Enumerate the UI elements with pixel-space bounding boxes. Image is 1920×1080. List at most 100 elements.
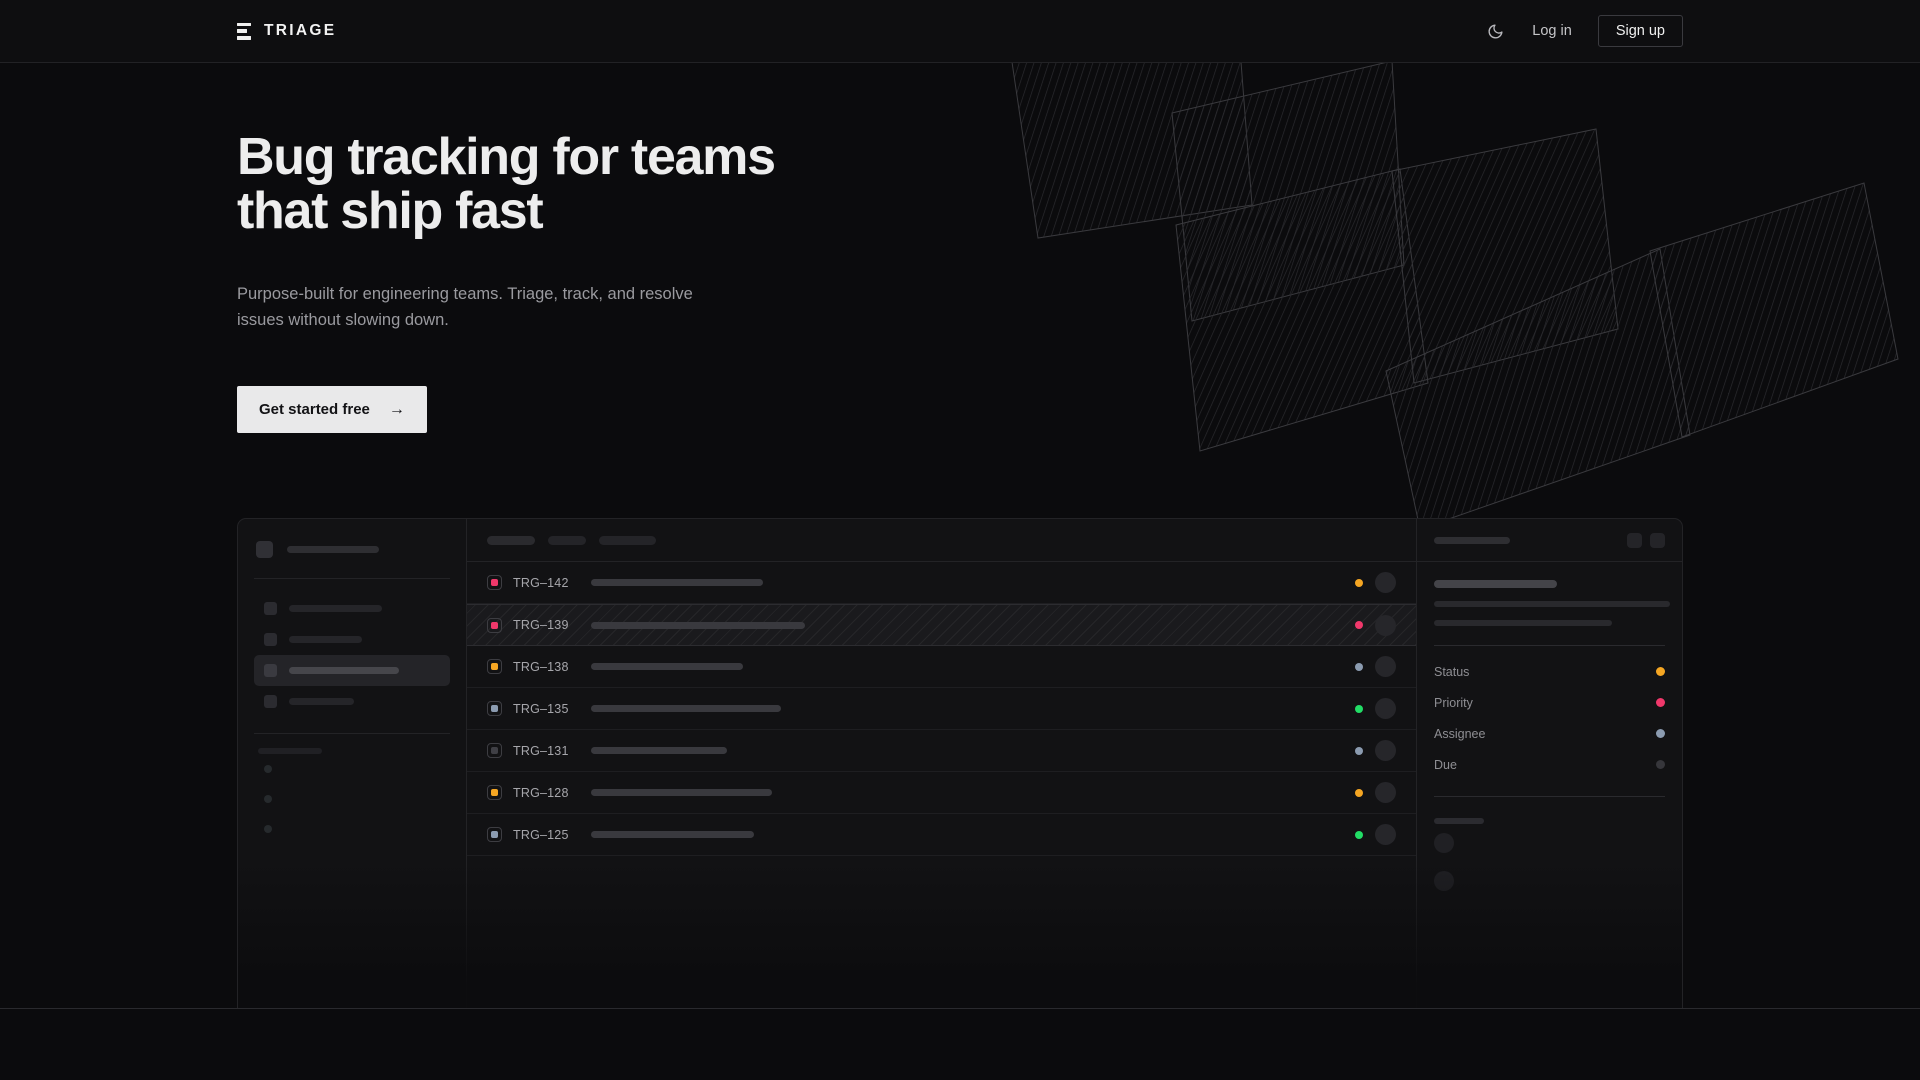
hero-title-line-1: Bug tracking for teams <box>237 128 776 186</box>
issue-type-icon <box>487 701 502 716</box>
moon-icon[interactable] <box>1484 20 1506 42</box>
workspace-avatar <box>256 541 273 558</box>
avatar <box>1375 656 1396 677</box>
sidebar-mini-item-2[interactable] <box>254 784 450 814</box>
issue-title-skeleton <box>591 747 727 754</box>
brand-name: TRIAGE <box>264 22 337 39</box>
detail-action-icon-1[interactable] <box>1627 532 1642 548</box>
sidebar-item-icon <box>264 602 277 615</box>
issue-row[interactable]: TRG–138 <box>467 646 1416 688</box>
detail-divider-bottom <box>1434 796 1665 797</box>
get-started-label: Get started free <box>259 401 370 419</box>
workspace-name-skeleton <box>287 546 379 553</box>
detail-panel-header <box>1417 519 1682 562</box>
sidebar-mini-item-3[interactable] <box>254 814 450 844</box>
sidebar-item-label-skeleton <box>289 698 354 705</box>
issue-row-meta <box>1355 824 1396 845</box>
detail-field-assignee[interactable]: Assignee <box>1434 718 1665 749</box>
site-header: TRIAGE Log in Sign up <box>0 0 1920 63</box>
sidebar-divider-bottom <box>254 733 450 734</box>
detail-title-skeleton <box>1434 580 1557 588</box>
issue-row-meta <box>1355 656 1396 677</box>
toolbar-filter-chip-2[interactable] <box>548 535 586 545</box>
mockup-sidebar <box>238 519 467 1008</box>
avatar <box>1375 740 1396 761</box>
sidebar-item-label-skeleton <box>289 636 362 643</box>
toolbar-filter-chip-1[interactable] <box>487 535 535 545</box>
sidebar-item-1[interactable] <box>254 593 450 624</box>
issue-row[interactable]: TRG–128 <box>467 772 1416 814</box>
sidebar-item-icon <box>264 664 277 677</box>
detail-activity-item <box>1434 824 1665 862</box>
detail-field-value-dot <box>1656 729 1665 738</box>
sidebar-item-icon <box>264 695 277 708</box>
sidebar-mini-item-dot <box>264 765 272 773</box>
sidebar-mini-item-dot <box>264 795 272 803</box>
detail-field-status[interactable]: Status <box>1434 656 1665 687</box>
detail-field-priority[interactable]: Priority <box>1434 687 1665 718</box>
avatar <box>1375 782 1396 803</box>
detail-field-label: Status <box>1434 664 1470 679</box>
avatar <box>1375 824 1396 845</box>
detail-field-due[interactable]: Due <box>1434 749 1665 780</box>
issue-row-meta <box>1355 572 1396 593</box>
issue-id: TRG–142 <box>513 575 569 590</box>
detail-activity-label-skeleton <box>1434 818 1484 824</box>
issue-row[interactable]: TRG–135 <box>467 688 1416 730</box>
issue-row[interactable]: TRG–125 <box>467 814 1416 856</box>
page-footer <box>0 1009 1920 1075</box>
avatar <box>1375 614 1396 636</box>
detail-description-line-1 <box>1434 601 1670 607</box>
issue-type-icon <box>487 743 502 758</box>
issue-row-meta <box>1355 698 1396 719</box>
issue-type-icon <box>487 827 502 842</box>
detail-action-icon-2[interactable] <box>1650 532 1665 548</box>
issue-row-meta <box>1355 782 1396 803</box>
hero-subtitle: Purpose-built for engineering teams. Tri… <box>237 284 693 330</box>
issue-id: TRG–138 <box>513 659 569 674</box>
issue-row[interactable]: TRG–139 <box>467 604 1416 646</box>
detail-field-value-dot <box>1656 760 1665 769</box>
detail-header-actions <box>1627 532 1665 548</box>
status-badge <box>1355 578 1363 587</box>
toolbar-filter-chip-3[interactable] <box>599 535 656 545</box>
issue-row[interactable]: TRG–131 <box>467 730 1416 772</box>
sidebar-item-4[interactable] <box>254 686 450 717</box>
sidebar-item-2[interactable] <box>254 624 450 655</box>
issue-title-skeleton <box>591 663 743 670</box>
status-badge <box>1355 788 1363 797</box>
issue-id: TRG–135 <box>513 701 569 716</box>
signup-button[interactable]: Sign up <box>1597 14 1683 48</box>
detail-field-label: Assignee <box>1434 726 1486 741</box>
sidebar-mini-item-dot <box>264 825 272 833</box>
detail-field-value-dot <box>1656 667 1665 676</box>
sidebar-item-3[interactable] <box>254 655 450 686</box>
status-badge <box>1355 621 1363 629</box>
status-badge <box>1355 662 1363 671</box>
login-link[interactable]: Log in <box>1532 23 1572 39</box>
avatar <box>1434 833 1454 853</box>
triple-bar-logo-icon <box>237 22 251 40</box>
issue-id: TRG–125 <box>513 827 569 842</box>
sidebar-mini-item-1[interactable] <box>254 754 450 784</box>
issue-id: TRG–139 <box>513 618 569 632</box>
get-started-button[interactable]: Get started free → <box>237 386 427 434</box>
status-badge <box>1355 704 1363 713</box>
hero-title-line-2: that ship fast <box>237 182 544 241</box>
status-badge <box>1355 746 1363 755</box>
brand-logo[interactable]: TRIAGE <box>237 22 336 40</box>
sidebar-nav-list <box>254 593 450 717</box>
detail-description-line-2 <box>1434 620 1612 626</box>
issue-type-icon <box>487 575 502 590</box>
detail-breadcrumb-skeleton <box>1434 536 1510 544</box>
arrow-right-icon: → <box>388 400 405 418</box>
issue-row[interactable]: TRG–142 <box>467 562 1416 604</box>
page-bottom-divider <box>0 1008 1920 1009</box>
detail-divider-top <box>1434 645 1665 646</box>
sidebar-workspace-switcher[interactable] <box>254 537 450 562</box>
